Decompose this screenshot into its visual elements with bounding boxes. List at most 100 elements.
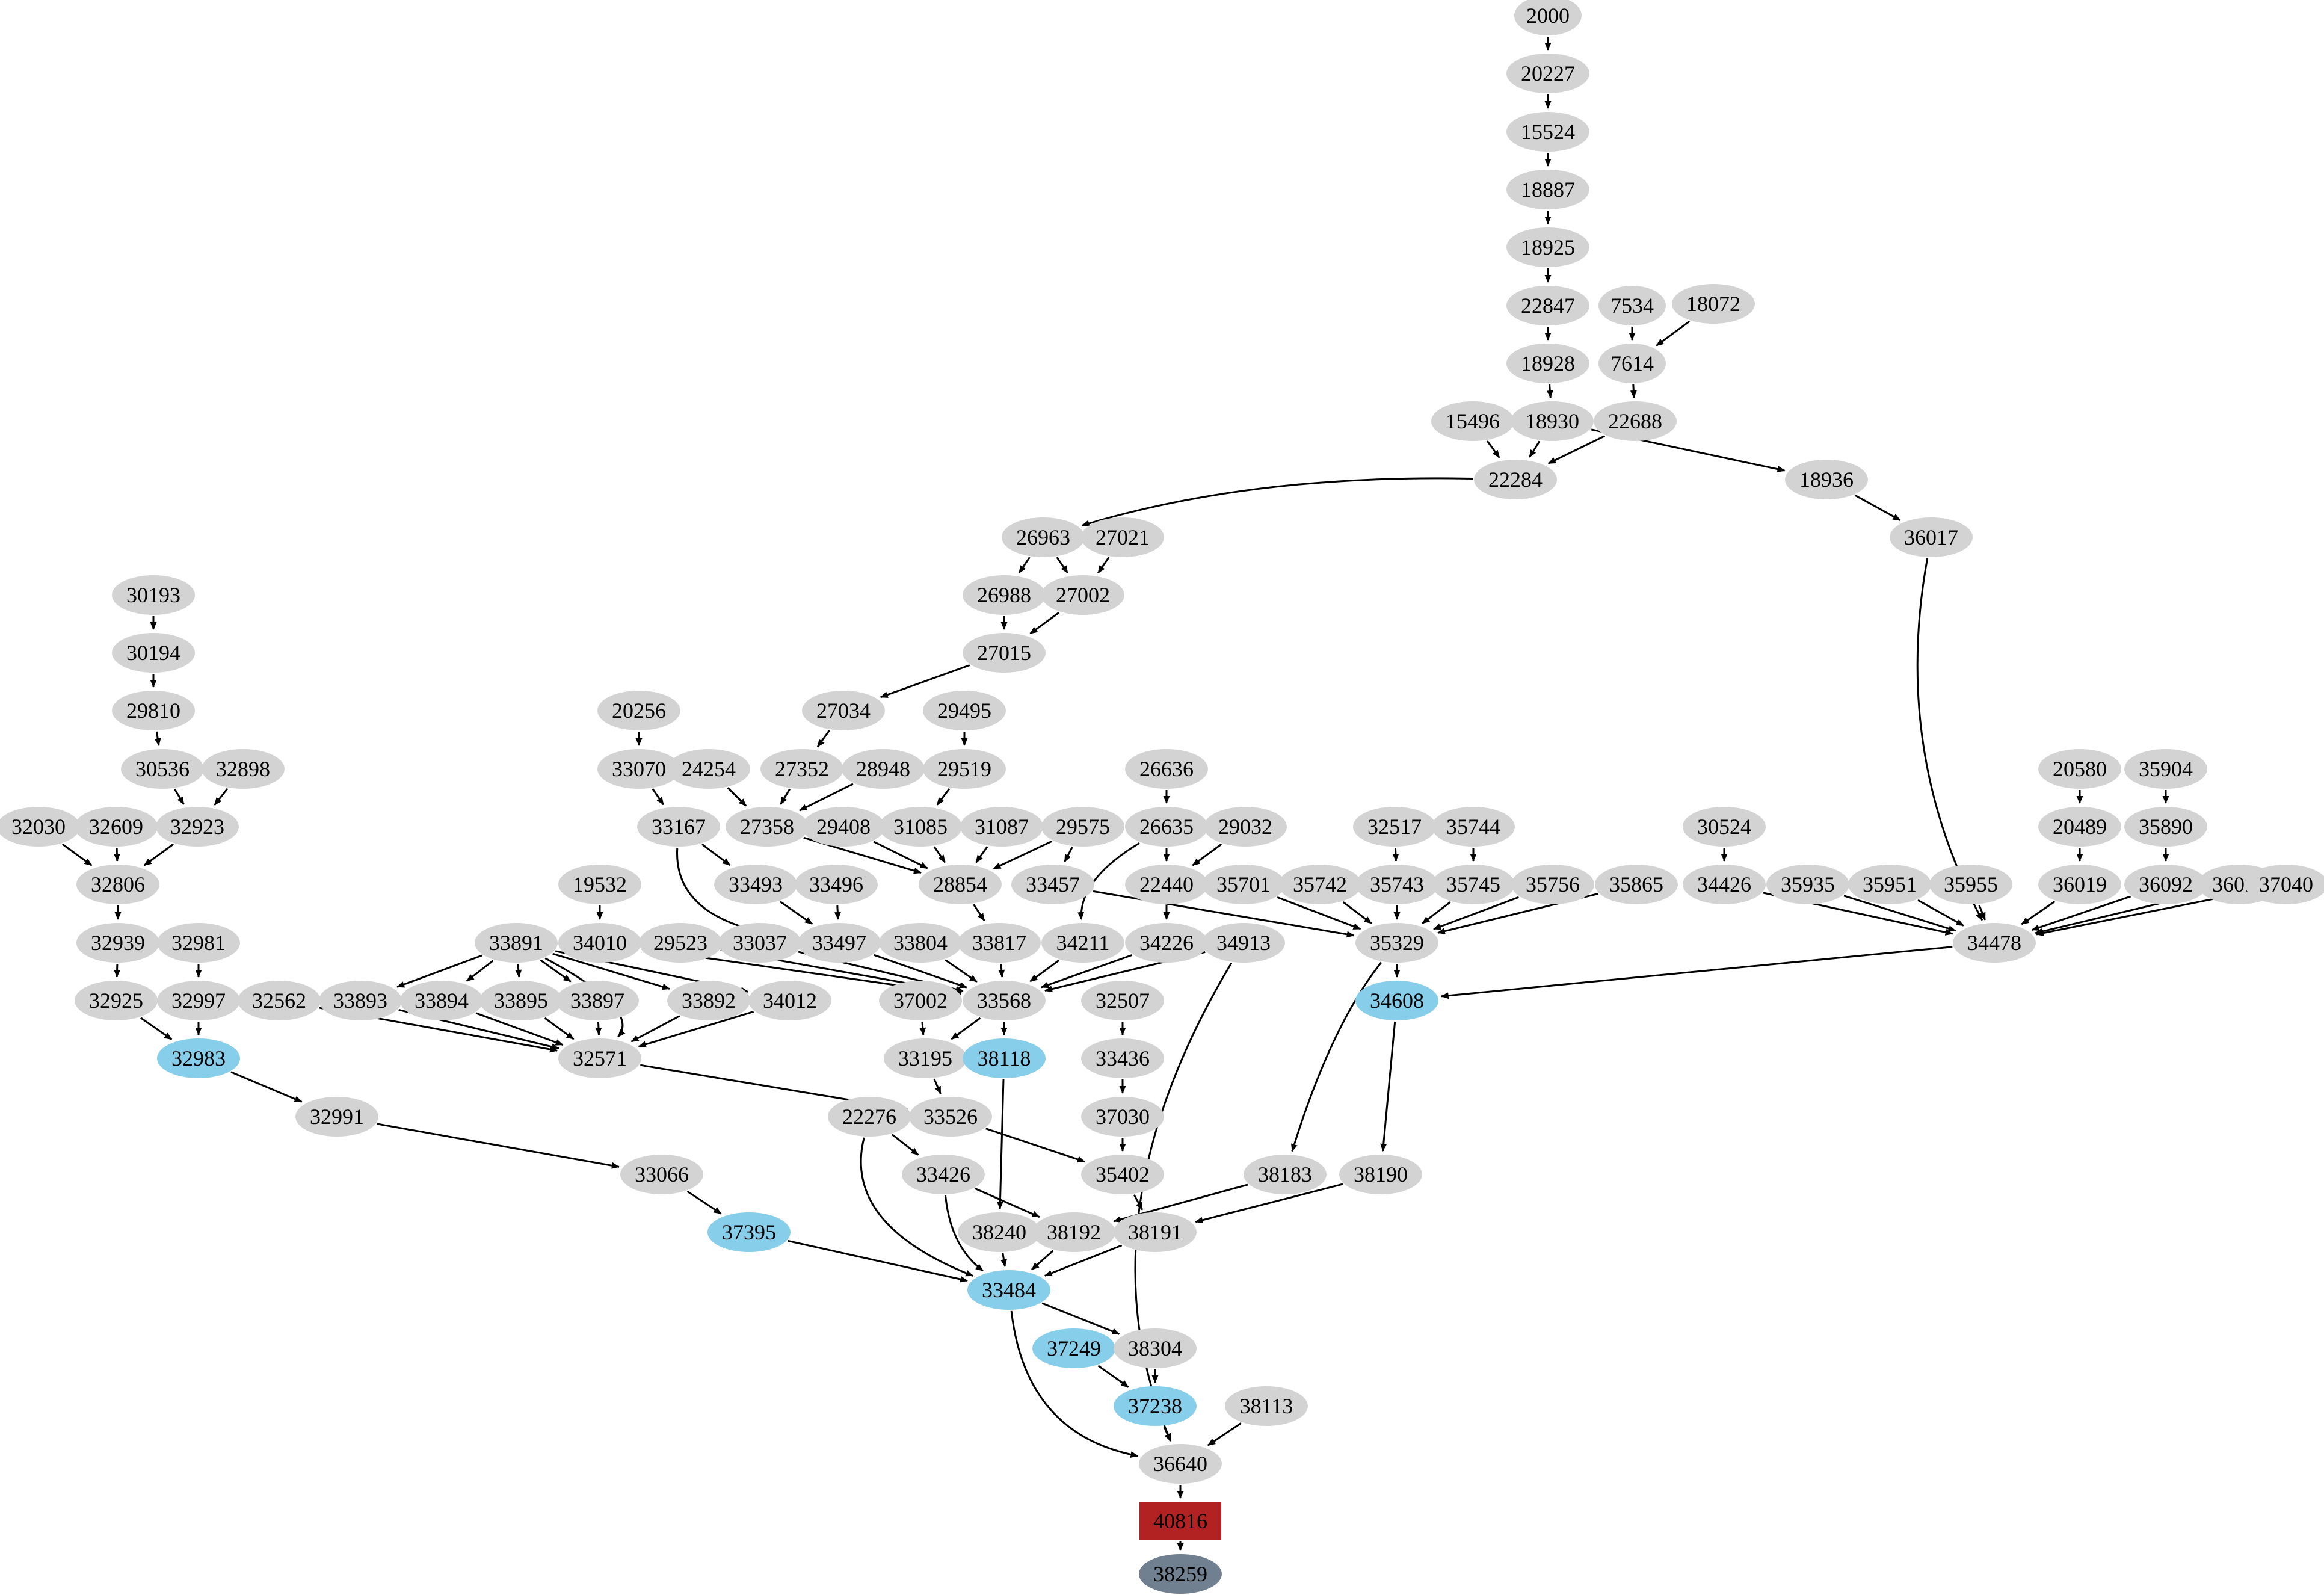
graph-node-34478[interactable]: 34478	[1953, 923, 2036, 963]
node-ellipse-32981[interactable]	[157, 923, 240, 963]
graph-node-33895[interactable]: 33895	[479, 981, 563, 1020]
graph-node-37249[interactable]: 37249	[1032, 1328, 1115, 1368]
graph-node-18928[interactable]: 18928	[1506, 344, 1589, 383]
graph-node-38240[interactable]: 38240	[958, 1212, 1041, 1252]
graph-node-33893[interactable]: 33893	[319, 981, 402, 1020]
node-ellipse-33436[interactable]	[1081, 1038, 1164, 1078]
graph-node-35756[interactable]: 35756	[1511, 865, 1594, 904]
graph-node-30193[interactable]: 30193	[112, 575, 195, 615]
node-ellipse-35701[interactable]	[1202, 865, 1285, 904]
graph-node-35951[interactable]: 35951	[1848, 865, 1931, 904]
node-ellipse-27015[interactable]	[963, 633, 1046, 673]
graph-node-37002[interactable]: 37002	[879, 981, 962, 1020]
graph-node-22847[interactable]: 22847	[1506, 286, 1589, 325]
graph-node-26636[interactable]: 26636	[1125, 749, 1208, 789]
graph-node-29408[interactable]: 29408	[802, 807, 885, 847]
graph-node-34211[interactable]: 34211	[1041, 923, 1124, 963]
node-ellipse-15496[interactable]	[1431, 401, 1514, 441]
node-ellipse-30524[interactable]	[1683, 807, 1766, 847]
node-ellipse-38259[interactable]	[1139, 1554, 1222, 1594]
node-ellipse-35329[interactable]	[1355, 923, 1438, 963]
graph-node-35402[interactable]: 35402	[1081, 1155, 1164, 1194]
node-ellipse-29408[interactable]	[802, 807, 885, 847]
node-ellipse-29810[interactable]	[112, 691, 195, 730]
graph-node-32507[interactable]: 32507	[1081, 981, 1164, 1020]
graph-node-33484[interactable]: 33484	[967, 1270, 1050, 1310]
node-ellipse-26635[interactable]	[1125, 807, 1208, 847]
node-ellipse-35744[interactable]	[1432, 807, 1515, 847]
graph-node-28948[interactable]: 28948	[842, 749, 925, 789]
node-ellipse-32991[interactable]	[295, 1097, 378, 1137]
graph-node-7534[interactable]: 7534	[1598, 286, 1666, 325]
node-ellipse-35756[interactable]	[1511, 865, 1594, 904]
node-ellipse-33893[interactable]	[319, 981, 402, 1020]
graph-node-34226[interactable]: 34226	[1125, 923, 1208, 963]
graph-node-38118[interactable]: 38118	[963, 1038, 1046, 1078]
node-ellipse-29495[interactable]	[923, 691, 1006, 730]
graph-node-18936[interactable]: 18936	[1785, 460, 1868, 499]
graph-node-36017[interactable]: 36017	[1890, 517, 1973, 557]
graph-node-32517[interactable]: 32517	[1353, 807, 1436, 847]
graph-node-33804[interactable]: 33804	[879, 923, 962, 963]
graph-node-33195[interactable]: 33195	[884, 1038, 967, 1078]
graph-node-34426[interactable]: 34426	[1683, 865, 1766, 904]
node-ellipse-37395[interactable]	[707, 1212, 791, 1252]
node-ellipse-33895[interactable]	[479, 981, 563, 1020]
node-ellipse-27002[interactable]	[1041, 575, 1124, 615]
graph-node-20489[interactable]: 20489	[2038, 807, 2121, 847]
graph-node-18930[interactable]: 18930	[1511, 401, 1594, 441]
graph-node-34010[interactable]: 34010	[558, 923, 641, 963]
node-ellipse-7534[interactable]	[1598, 286, 1666, 325]
node-ellipse-32030[interactable]	[0, 807, 80, 847]
graph-node-33526[interactable]: 33526	[909, 1097, 992, 1137]
node-ellipse-26963[interactable]	[1002, 517, 1085, 557]
node-ellipse-30194[interactable]	[112, 633, 195, 673]
node-ellipse-32806[interactable]	[76, 865, 159, 904]
graph-node-27002[interactable]: 27002	[1041, 575, 1124, 615]
graph-node-32981[interactable]: 32981	[157, 923, 240, 963]
graph-node-35329[interactable]: 35329	[1355, 923, 1438, 963]
node-ellipse-22847[interactable]	[1506, 286, 1589, 325]
node-ellipse-18887[interactable]	[1506, 170, 1589, 209]
graph-node-30194[interactable]: 30194	[112, 633, 195, 673]
node-ellipse-38192[interactable]	[1032, 1212, 1115, 1252]
node-ellipse-28948[interactable]	[842, 749, 925, 789]
graph-node-26988[interactable]: 26988	[963, 575, 1046, 615]
node-ellipse-38191[interactable]	[1114, 1212, 1197, 1252]
graph-node-32923[interactable]: 32923	[156, 807, 239, 847]
node-ellipse-33892[interactable]	[667, 981, 750, 1020]
graph-node-32991[interactable]: 32991	[295, 1097, 378, 1137]
graph-node-22284[interactable]: 22284	[1474, 460, 1557, 499]
graph-node-37040[interactable]: 37040	[2245, 865, 2324, 904]
node-ellipse-33497[interactable]	[798, 923, 881, 963]
graph-node-33457[interactable]: 33457	[1011, 865, 1094, 904]
graph-node-27034[interactable]: 27034	[802, 691, 885, 730]
node-ellipse-34608[interactable]	[1355, 981, 1438, 1020]
node-ellipse-38118[interactable]	[963, 1038, 1046, 1078]
node-ellipse-32997[interactable]	[157, 981, 240, 1020]
graph-node-34608[interactable]: 34608	[1355, 981, 1438, 1020]
graph-node-32997[interactable]: 32997	[157, 981, 240, 1020]
graph-node-22276[interactable]: 22276	[828, 1097, 911, 1137]
node-ellipse-32562[interactable]	[238, 981, 321, 1020]
graph-node-20256[interactable]: 20256	[597, 691, 680, 730]
graph-node-38183[interactable]: 38183	[1244, 1155, 1327, 1194]
node-ellipse-36092[interactable]	[2124, 865, 2207, 904]
graph-node-15496[interactable]: 15496	[1431, 401, 1514, 441]
graph-node-38304[interactable]: 38304	[1114, 1328, 1197, 1368]
node-ellipse-15524[interactable]	[1506, 112, 1589, 152]
node-ellipse-37002[interactable]	[879, 981, 962, 1020]
node-ellipse-33070[interactable]	[597, 749, 680, 789]
graph-node-33496[interactable]: 33496	[795, 865, 878, 904]
graph-node-35743[interactable]: 35743	[1355, 865, 1438, 904]
graph-node-30536[interactable]: 30536	[121, 749, 204, 789]
node-ellipse-35402[interactable]	[1081, 1155, 1164, 1194]
graph-node-27352[interactable]: 27352	[760, 749, 843, 789]
graph-node-31087[interactable]: 31087	[960, 807, 1043, 847]
graph-node-33894[interactable]: 33894	[400, 981, 483, 1020]
graph-node-31085[interactable]: 31085	[879, 807, 962, 847]
node-ellipse-27034[interactable]	[802, 691, 885, 730]
node-ellipse-33066[interactable]	[620, 1155, 703, 1194]
graph-node-35701[interactable]: 35701	[1202, 865, 1285, 904]
node-ellipse-32507[interactable]	[1081, 981, 1164, 1020]
